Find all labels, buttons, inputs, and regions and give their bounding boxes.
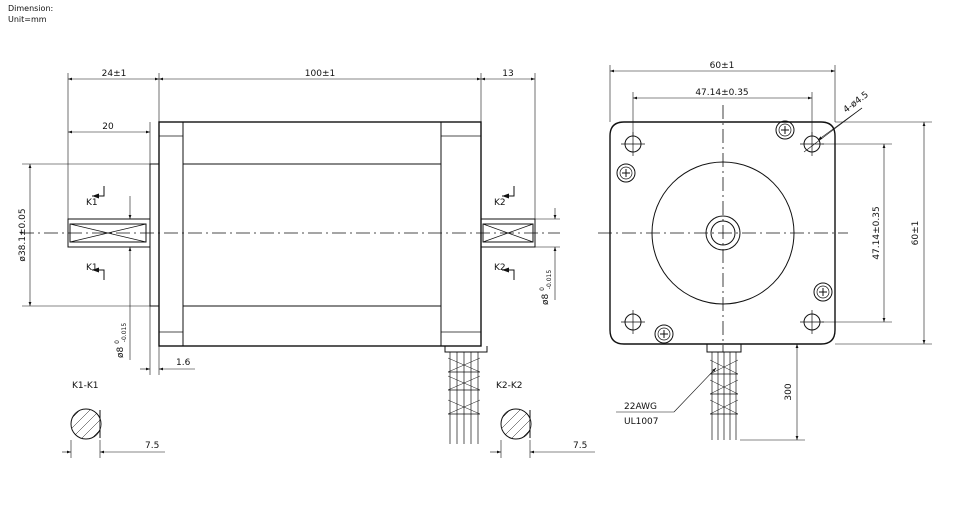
- lead-length-dimension: 300: [740, 343, 805, 441]
- front-flange-outline: [609, 121, 836, 345]
- rear-shaft-diameter-lower: -0.015: [546, 270, 553, 290]
- dimension-label: Dimension:: [8, 4, 53, 13]
- section-k2-top: K2: [494, 198, 506, 208]
- body-length-label: 100±1: [305, 69, 335, 79]
- pilot-diameter-dimension: ø38.1±0.05: [18, 163, 150, 307]
- section-k1-k1: K1-K1 7.5: [62, 381, 165, 458]
- section-k1-bottom: K1: [86, 263, 98, 273]
- front-shaft-diameter-dimension: ø8 0 -0.015: [112, 196, 132, 360]
- wire-type-label: UL1007: [624, 417, 659, 427]
- front-shaft-diameter-upper: 0: [114, 340, 121, 344]
- screw-heads: [616, 120, 833, 344]
- front-width-label: 60±1: [710, 61, 735, 71]
- section-marker-k2: K2 K2: [494, 186, 515, 280]
- mount-holes-label: 4-ø4.5: [842, 90, 871, 115]
- motor-body: [158, 121, 482, 347]
- rear-shaft-diameter-main: ø8: [541, 293, 551, 305]
- wire-gauge-label: 22AWG: [624, 402, 657, 412]
- rear-shaft-length-label: 13: [502, 69, 513, 79]
- k1-section-title: K1-K1: [72, 381, 99, 391]
- front-shaft-diameter-lower: -0.015: [121, 323, 128, 343]
- front-view: 60±1 47.14±0.35 4-ø4.5 47.14±0.35 6: [598, 61, 932, 441]
- section-k2-k2: K2-K2 7.5: [490, 381, 595, 458]
- pilot-diameter-label: ø38.1±0.05: [18, 208, 28, 261]
- mount-holes-callout: 4-ø4.5: [803, 90, 871, 153]
- front-height-label: 60±1: [911, 221, 921, 246]
- side-lead-wires: [444, 346, 488, 444]
- hole-spacing-horizontal-label: 47.14±0.35: [695, 88, 748, 98]
- front-lead-wires: [706, 344, 742, 440]
- section-k1-top: K1: [86, 198, 98, 208]
- front-shaft-diameter-main: ø8: [116, 346, 126, 358]
- hole-spacing-vertical-dimension: 47.14±0.35: [822, 143, 892, 323]
- front-width-dimension: 60±1: [609, 61, 836, 122]
- section-k2-bottom: K2: [494, 263, 506, 273]
- wire-callout: 22AWG UL1007: [616, 367, 717, 427]
- svg-text:ø8 0 -0.015: ø8 0 -0.015: [112, 323, 128, 358]
- lead-length-label: 300: [784, 383, 794, 400]
- side-top-dimensions: 24±1 100±1 13 20: [67, 69, 536, 219]
- flange-thickness-label: 1.6: [176, 358, 191, 368]
- unit-label: Unit=mm: [8, 15, 47, 24]
- k2-section-title: K2-K2: [496, 381, 523, 391]
- k2-flat-label: 7.5: [573, 441, 587, 451]
- front-shaft-length-label: 20: [102, 122, 114, 132]
- flange-length-label: 24±1: [102, 69, 127, 79]
- front-height-dimension: 60±1: [835, 121, 932, 345]
- pilot-boss: [149, 163, 160, 307]
- section-marker-k1: K1 K1: [86, 186, 105, 280]
- svg-text:ø8 0 -0.015: ø8 0 -0.015: [537, 270, 553, 305]
- hole-spacing-vertical-label: 47.14±0.35: [872, 206, 882, 259]
- rear-shaft-diameter-dimension: ø8 0 -0.015: [535, 208, 560, 305]
- rear-shaft-diameter-upper: 0: [539, 287, 546, 291]
- side-view: K1 K1 K2 K2 24±1 100±1 13 20: [18, 69, 560, 444]
- hole-spacing-horizontal-dimension: 47.14±0.35: [632, 88, 813, 136]
- k1-flat-label: 7.5: [145, 441, 159, 451]
- flange-thickness-dimension: 1.6: [140, 306, 195, 375]
